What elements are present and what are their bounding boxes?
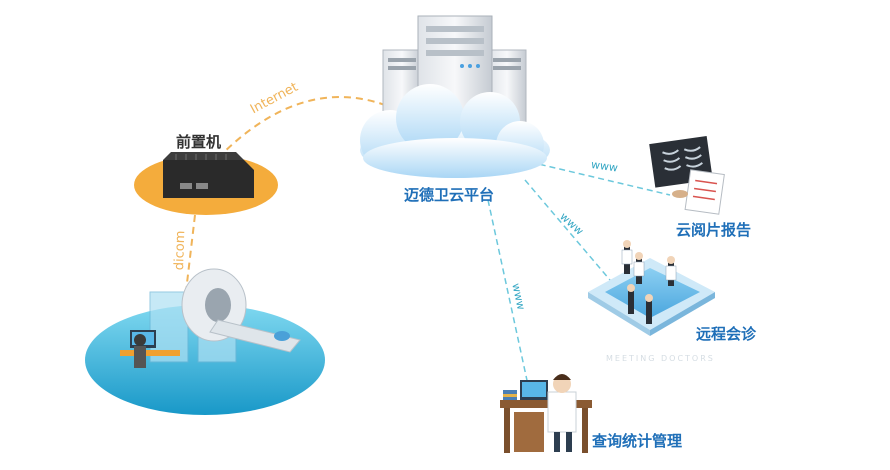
gateway-label: 前置机 xyxy=(176,133,222,151)
dicom-link-label: dicom xyxy=(172,230,189,271)
xray-report-icon xyxy=(649,136,725,215)
cloud-platform-label: 迈德卫云平台 xyxy=(404,186,495,204)
www-link-query xyxy=(487,199,529,386)
query-stats-label: 查询统计管理 xyxy=(592,432,683,450)
www-link-consult xyxy=(524,179,611,281)
reading-report-label: 云阅片报告 xyxy=(676,221,752,239)
meeting-caption: MEETING DOCTORS xyxy=(606,354,715,363)
remote-consult-label: 远程会诊 xyxy=(696,325,757,343)
internet-link xyxy=(217,96,386,159)
dicom-link xyxy=(184,214,196,301)
meeting-doctors-icon xyxy=(588,240,715,336)
admin-workstation-icon xyxy=(500,374,592,453)
www-link-reading xyxy=(529,161,671,196)
cloud-icon xyxy=(360,84,550,178)
gateway-device-icon xyxy=(134,152,278,215)
ct-room-icon xyxy=(85,268,325,415)
